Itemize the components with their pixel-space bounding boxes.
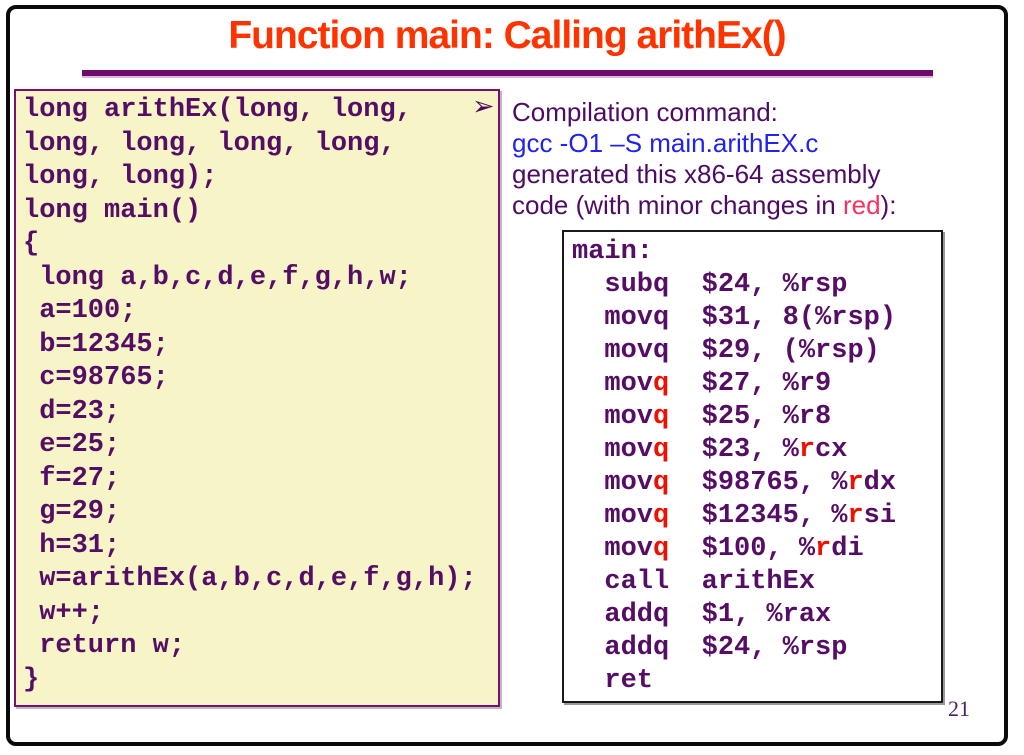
c-code-panel: long arithEx(long, long, long, long, lon… — [14, 89, 500, 707]
arrowhead-bullet-icon: ➢ — [472, 91, 495, 122]
compilation-note: Compilation command:gcc -O1 –S main.arit… — [512, 97, 982, 221]
page-number: 21 — [948, 696, 970, 721]
asm-line: addq $1, %rax — [572, 600, 832, 630]
asm-line: movq $27, %r9 — [572, 369, 832, 399]
asm-line: movq $98765, %rdx — [572, 468, 897, 498]
note-line: generated this x86-64 assembly — [512, 159, 881, 189]
assembly-code: main: subq $24, %rsp movq $31, 8(%rsp) m… — [564, 232, 941, 698]
page-title: Function main: Calling arithEx() — [228, 14, 786, 57]
c-code-text: long arithEx(long, long, long, long, lon… — [23, 95, 477, 695]
assembly-panel: main: subq $24, %rsp movq $31, 8(%rsp) m… — [562, 230, 943, 703]
slide: Function main: Calling arithEx() long ar… — [6, 5, 1008, 746]
asm-line: movq $23, %rcx — [572, 435, 848, 465]
asm-line: movq $31, 8(%rsp) — [572, 303, 897, 333]
asm-line: call arithEx — [572, 567, 816, 597]
asm-line: ret — [572, 666, 654, 696]
asm-line: movq $12345, %rsi — [572, 501, 897, 531]
asm-line: movq $100, %rdi — [572, 534, 864, 564]
title-rule — [82, 70, 933, 76]
asm-line: subq $24, %rsp — [572, 270, 848, 300]
note-line: Compilation command: — [512, 97, 778, 127]
asm-line: movq $29, (%rsp) — [572, 336, 880, 366]
asm-line: addq $24, %rsp — [572, 633, 848, 663]
asm-line: main: — [572, 237, 654, 267]
asm-line: movq $25, %r8 — [572, 402, 832, 432]
note-line: gcc -O1 –S main.arithEX.c — [512, 128, 819, 158]
note-line: code (with minor changes in red): — [512, 190, 897, 220]
